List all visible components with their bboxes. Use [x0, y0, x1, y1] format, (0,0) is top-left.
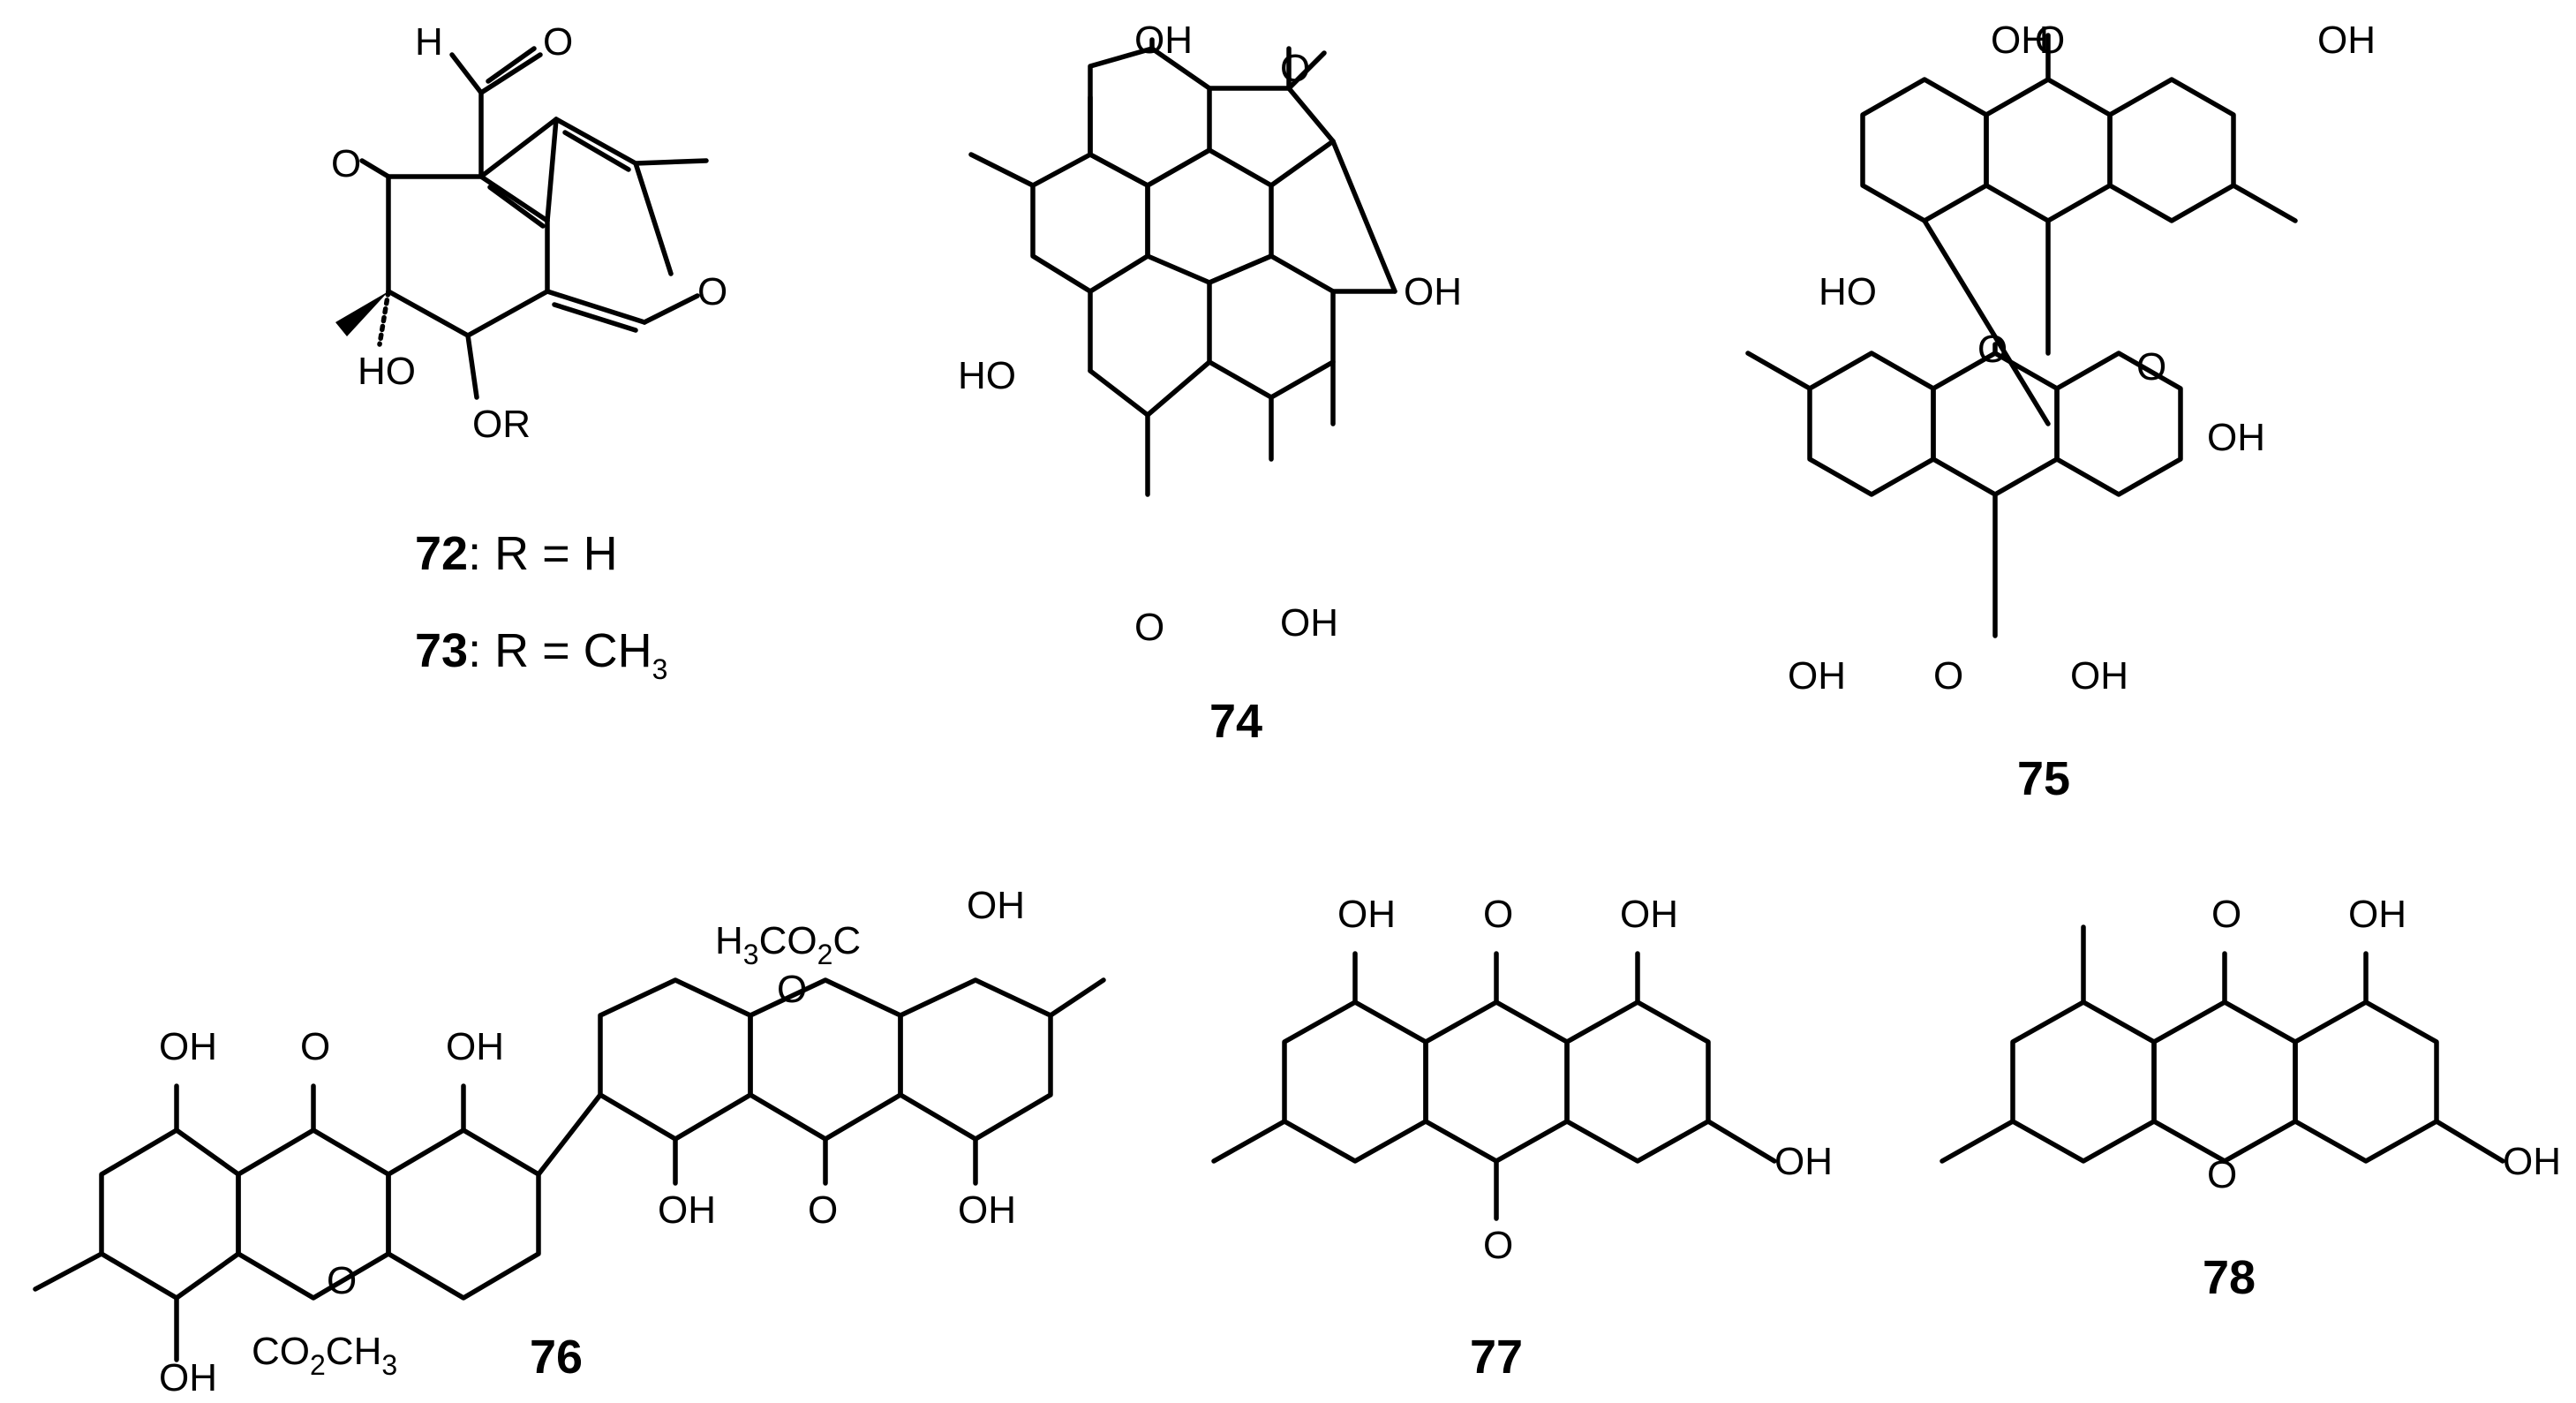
compound-label-73: 73: R = CH3 — [415, 624, 667, 685]
atom-label-part: C — [832, 919, 861, 962]
atom-label: O — [2207, 1153, 2237, 1196]
atom-label: OH — [446, 1025, 504, 1068]
atom-label: OH — [159, 1356, 217, 1399]
label-rest: : R = CH — [468, 624, 652, 677]
atom-label-part: CH — [326, 1330, 382, 1373]
atom-label: CO2CH3 — [252, 1330, 397, 1381]
atom-label: OH — [159, 1025, 217, 1068]
compound-label-77: 77 — [1470, 1331, 1523, 1384]
atom-label-part: 2 — [310, 1349, 326, 1381]
atom-label: OR — [472, 403, 531, 446]
compound-label-75: 75 — [2017, 752, 2070, 805]
atom-label: HO — [358, 350, 416, 393]
atom-label: OH — [658, 1188, 716, 1232]
atom-label-part: H — [715, 919, 743, 962]
atom-label: OH — [2070, 654, 2128, 698]
atom-label: H3CO2C — [715, 919, 861, 970]
compound-label-78: 78 — [2203, 1251, 2256, 1304]
atom-label: HO — [1819, 270, 1877, 313]
atom-label: O — [1933, 654, 1963, 698]
atom-label: OH — [1134, 19, 1193, 62]
atom-label-part: 3 — [381, 1349, 397, 1381]
atom-label: OH — [1404, 270, 1462, 313]
atom-label-part: CO — [252, 1330, 310, 1373]
atom-label: OH — [1337, 893, 1396, 936]
atom-label: H — [415, 20, 443, 64]
compound-label-72: 72: R = H — [415, 527, 618, 580]
structure-78: O OH O OH 78 — [1940, 893, 2561, 1304]
atom-label: O — [1280, 47, 1310, 90]
atom-label: O — [543, 20, 573, 64]
label-subscript: 3 — [652, 653, 668, 685]
atom-label: OH — [967, 884, 1025, 927]
atom-label: O — [1134, 606, 1164, 649]
atom-label-part: 3 — [743, 939, 759, 970]
structure-72-73: H O O O HO OR 72: R = H 73: R = CH3 — [331, 20, 727, 685]
structure-76: OH O OH O OH CO2CH3 H3CO2C OH O OH O OH … — [33, 884, 1106, 1399]
atom-label: O — [1483, 893, 1513, 936]
atom-label: OH — [1788, 654, 1846, 698]
atom-label: OH — [2317, 19, 2376, 62]
atom-label: O — [327, 1259, 357, 1302]
atom-label: OH — [1774, 1140, 1833, 1183]
compound-label-76: 76 — [530, 1331, 583, 1384]
atom-label-part: 2 — [817, 939, 833, 970]
atom-label: O — [697, 270, 727, 313]
compound-label-74: 74 — [1209, 695, 1262, 748]
atom-label: O — [1483, 1224, 1513, 1267]
atom-label: O — [808, 1188, 838, 1232]
atom-label: O — [2136, 345, 2166, 388]
atom-label-part: CO — [759, 919, 817, 962]
atom-label: OH — [2503, 1140, 2561, 1183]
structure-75: OH O OH HO O O OH OH O OH 75 — [1745, 19, 2376, 805]
atom-label: O — [777, 968, 807, 1011]
structure-77: OH O OH OH O 77 — [1211, 893, 1833, 1384]
atom-label: OH — [1620, 893, 1678, 936]
atom-label: OH — [1991, 19, 2049, 62]
atom-label: O — [300, 1025, 330, 1068]
atom-label: OH — [958, 1188, 1016, 1232]
label-number: 73 — [415, 624, 468, 677]
structure-74: OH O OH HO O OH 74 — [958, 19, 1462, 748]
atom-label: OH — [2207, 416, 2265, 459]
atom-label: O — [2035, 19, 2065, 62]
label-rest: : R = H — [468, 527, 618, 580]
atom-label: O — [1977, 328, 2007, 371]
atom-label: O — [331, 142, 361, 185]
atom-label: OH — [2348, 893, 2407, 936]
atom-label: O — [2211, 893, 2241, 936]
label-number: 72 — [415, 527, 468, 580]
atom-label: OH — [1280, 601, 1338, 645]
atom-label: HO — [958, 354, 1016, 397]
